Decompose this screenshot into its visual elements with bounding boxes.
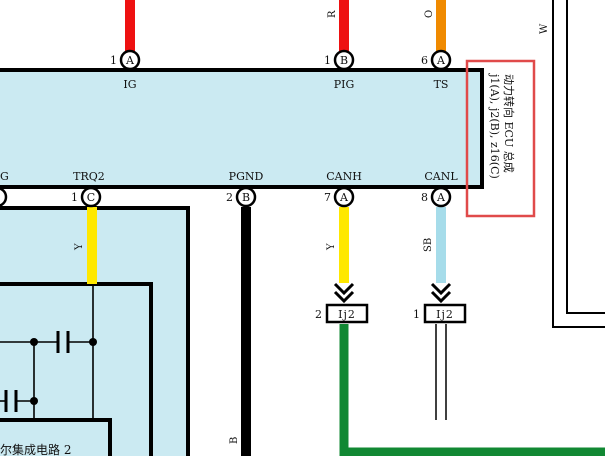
- right-component-outline: [552, 0, 605, 328]
- svg-text:C: C: [87, 191, 95, 204]
- wire-color-label: Y: [326, 243, 337, 251]
- junction-connector-ij2-canh: Ij2 2: [315, 303, 369, 324]
- svg-text:1: 1: [324, 54, 331, 67]
- svg-text:Ij2: Ij2: [436, 308, 454, 321]
- chevron-icon: [430, 282, 452, 304]
- junction-dot: [30, 397, 38, 405]
- pin-canl: A 8: [421, 186, 452, 208]
- capacitors: [4, 331, 70, 412]
- wire-pig: [339, 0, 349, 51]
- svg-text:1: 1: [110, 54, 117, 67]
- chevron-icon: [333, 282, 355, 304]
- pin-trq2: C 1: [71, 186, 102, 208]
- ecu-label-line1: j1(A), j2(B), z16(C): [488, 72, 501, 179]
- signal-trq2: TRQ2: [73, 170, 105, 183]
- signal-pgnd: PGND: [229, 170, 264, 183]
- pin-g-partial: [0, 187, 8, 207]
- svg-text:7: 7: [324, 191, 331, 204]
- sub-ic-box: [0, 418, 112, 456]
- wire-pgnd: [241, 207, 251, 456]
- signal-ts: TS: [434, 78, 449, 91]
- right-component-inner: [566, 0, 605, 314]
- pin-canh: A 7: [324, 186, 355, 208]
- svg-text:A: A: [436, 191, 446, 204]
- svg-text:6: 6: [421, 54, 428, 67]
- svg-text:A: A: [436, 54, 446, 67]
- pin-pgnd: B 2: [226, 186, 257, 208]
- pin-ig: A 1: [110, 49, 141, 71]
- wire-color-label: O: [424, 10, 435, 18]
- wire-color-label: SB: [423, 238, 434, 252]
- svg-text:A: A: [339, 191, 349, 204]
- ecu-lower-border: [0, 206, 190, 456]
- highlight-box: [465, 59, 536, 218]
- signal-canl: CANL: [424, 170, 458, 183]
- wire-trq2: [87, 207, 97, 284]
- signal-g: G: [0, 170, 9, 183]
- wire-canh: [339, 207, 349, 283]
- wire-canl: [436, 207, 446, 283]
- svg-text:2: 2: [315, 308, 322, 321]
- wire-ig: [125, 0, 135, 51]
- ecu-lower-region: [0, 208, 188, 456]
- right-wire-label: W: [539, 23, 550, 34]
- wire-color-label: R: [327, 10, 338, 18]
- svg-text:B: B: [340, 54, 348, 67]
- pin-ts: A 6: [421, 49, 452, 71]
- junction-dot: [89, 338, 97, 346]
- signal-pig: PIG: [334, 78, 355, 91]
- ecu-label-line2: 动力转向 ECU 总成: [502, 74, 516, 173]
- circuit-box: [0, 282, 153, 456]
- wire-canh-green: [339, 324, 605, 456]
- junction-connector-ij2-canl: Ij2 1: [413, 303, 467, 324]
- pin-pig: B 1: [324, 49, 355, 71]
- wire-canl-outline: [435, 324, 447, 420]
- svg-text:Ij2: Ij2: [338, 308, 356, 321]
- signal-canh: CANH: [326, 170, 362, 183]
- wire-color-label: B: [229, 437, 240, 444]
- sub-ic-label: 尔集成电路 2: [0, 442, 71, 456]
- wire-color-label: Y: [74, 243, 85, 251]
- wire-ts: [436, 0, 446, 51]
- svg-text:8: 8: [421, 191, 428, 204]
- svg-text:A: A: [125, 54, 135, 67]
- junction-dot: [30, 338, 38, 346]
- ecu-block: [0, 68, 484, 189]
- svg-text:1: 1: [71, 191, 78, 204]
- svg-text:1: 1: [413, 308, 420, 321]
- signal-ig: IG: [123, 78, 136, 91]
- svg-text:B: B: [242, 191, 250, 204]
- svg-text:2: 2: [226, 191, 233, 204]
